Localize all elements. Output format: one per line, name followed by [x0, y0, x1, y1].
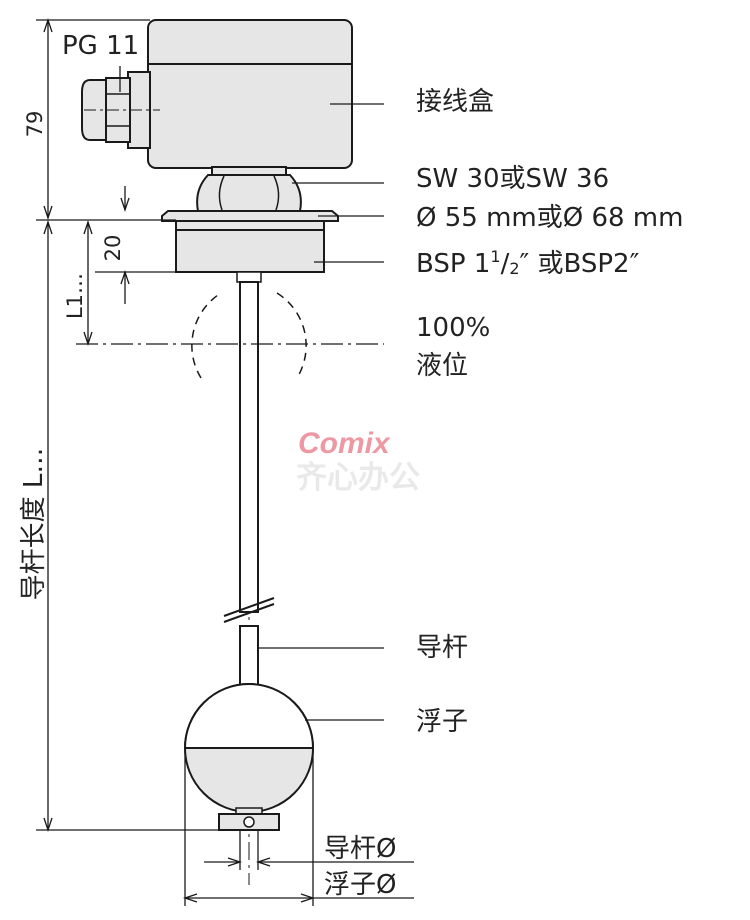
watermark-logo: Comix [298, 427, 391, 460]
dim-79-label: 79 [23, 111, 47, 138]
dim-l1-label: L1… [63, 273, 87, 319]
dim-l1 [76, 219, 384, 347]
thread-numerator: 1 [490, 247, 500, 266]
hex-nut [196, 174, 302, 212]
float [183, 683, 315, 813]
thread-slash: / [501, 249, 510, 279]
end-nut [218, 807, 280, 831]
guide-rod-upper [236, 271, 262, 613]
rod-diameter-label: 导杆Ø [324, 834, 396, 864]
watermark-text: 齐心办公 [296, 460, 420, 496]
dim-20 [95, 186, 178, 304]
level-percent-label: 100% [416, 313, 490, 343]
thread-denominator: 2 [509, 259, 519, 278]
thread [175, 220, 325, 273]
watermark: Comix 齐心办公 [296, 427, 420, 496]
dim-rod-length [36, 219, 222, 833]
junction-box-label: 接线盒 [416, 87, 494, 117]
junction-box [147, 19, 353, 169]
thread-prefix: BSP 1 [416, 249, 490, 279]
leader-lines [119, 66, 384, 721]
flange [161, 210, 339, 222]
float-diameter-label: 浮子Ø [324, 870, 396, 900]
thread-suffix: ″ 或BSP2″ [520, 249, 640, 279]
thread-label: BSP 11/2″ 或BSP2″ [416, 247, 640, 279]
box-neck [211, 166, 287, 176]
level-text-label: 液位 [416, 351, 468, 381]
wrench-size-label: SW 30或SW 36 [416, 164, 609, 194]
float-travel-circle [191, 292, 307, 379]
rod-break [223, 597, 275, 623]
dim-diameters [182, 752, 414, 906]
rod-label: 导杆 [416, 633, 468, 663]
cable-gland [81, 71, 160, 149]
dim-79 [36, 17, 150, 221]
float-label: 浮子 [416, 707, 468, 737]
flange-diameter-label: Ø 55 mm或Ø 68 mm [416, 203, 683, 233]
dim-rod-length-label: 导杆长度 L… [19, 448, 49, 601]
pg-label: PG 11 [62, 31, 139, 61]
dim-20-label: 20 [101, 235, 125, 262]
